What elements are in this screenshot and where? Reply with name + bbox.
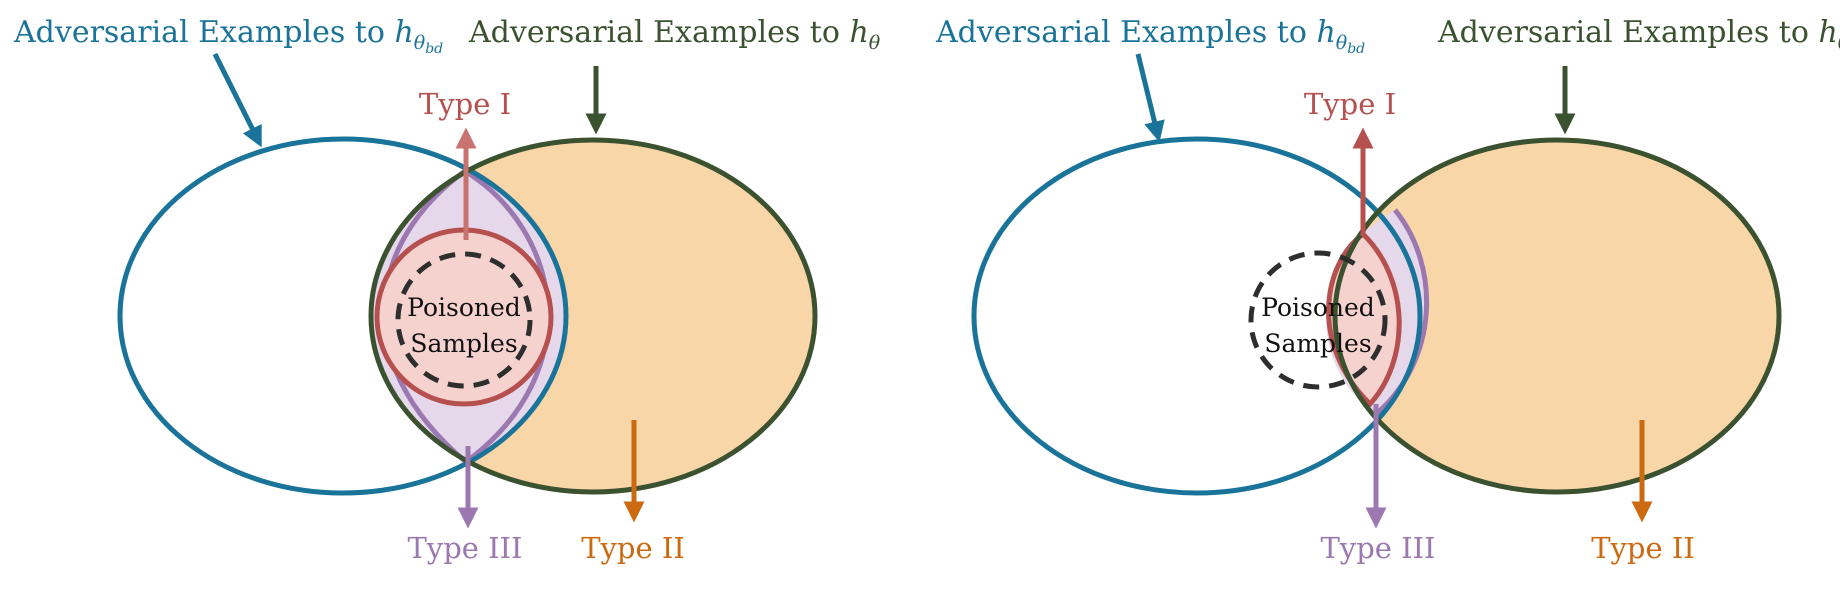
- type3-label: Type III: [1320, 531, 1435, 565]
- backdoor-label-arrow: [1135, 53, 1165, 143]
- backdoor-adversarial-region: [117, 136, 569, 496]
- clean-adversarial-label: Adversarial Examples to hθ: [468, 15, 881, 54]
- type2-label: Type II: [581, 531, 685, 565]
- clean-adversarial-region: [1335, 140, 1779, 492]
- type1-label: Type I: [1304, 87, 1396, 121]
- type1-region: [1326, 230, 1402, 408]
- backdoor-adversarial-label: Adversarial Examples to hθbd: [935, 15, 1365, 57]
- right-panel: Poisoned Samples Adversarial Examples to…: [935, 15, 1840, 565]
- poisoned-samples-label-2: Samples: [410, 329, 517, 358]
- backdoor-label-arrow: [212, 52, 262, 148]
- clean-region-border: [368, 137, 818, 495]
- type3-label: Type III: [407, 531, 522, 565]
- clean-region-border: [1332, 137, 1782, 495]
- poisoned-samples-label-1: Poisoned: [407, 293, 521, 322]
- poisoned-samples-label-1: Poisoned: [1261, 293, 1375, 322]
- clean-adversarial-label: Adversarial Examples to hθ: [1437, 15, 1840, 54]
- type1-label: Type I: [419, 87, 511, 121]
- type2-label: Type II: [1591, 531, 1695, 565]
- left-panel: Poisoned Samples Adversarial Examples to…: [13, 15, 881, 565]
- poisoned-samples-circle: [395, 251, 533, 389]
- poisoned-samples-label-2: Samples: [1264, 329, 1371, 358]
- backdoor-adversarial-region: [971, 136, 1423, 496]
- backdoor-adversarial-label: Adversarial Examples to hθbd: [13, 15, 443, 57]
- poisoned-samples-circle: [1248, 250, 1388, 390]
